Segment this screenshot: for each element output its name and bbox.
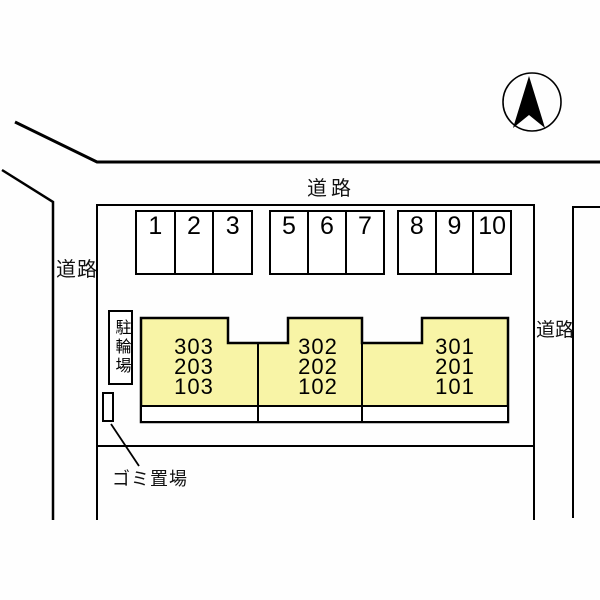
unit-rooms-left: 303 203 103 xyxy=(156,334,232,399)
garbage-area-box xyxy=(102,392,114,422)
parking-group-1: 1 2 3 xyxy=(135,210,253,275)
road-edge-right xyxy=(572,206,600,518)
unit-rooms-middle: 302 202 102 xyxy=(280,334,356,399)
parking-space-5: 5 xyxy=(282,212,296,240)
parking-group-2: 5 6 7 xyxy=(269,210,385,275)
north-arrow-icon xyxy=(513,76,545,128)
compass-circle xyxy=(502,72,562,132)
parking-space-10: 10 xyxy=(472,212,510,273)
road-label-right: 道路 xyxy=(536,320,575,341)
room-number: 301 xyxy=(435,334,475,359)
garbage-area-label: ゴミ置場 xyxy=(112,469,188,489)
road-edge-left xyxy=(1,168,55,520)
road-edge-top xyxy=(14,120,600,164)
parking-space-6: 6 xyxy=(307,212,345,273)
parking-space-2: 2 xyxy=(173,212,213,273)
room-number: 102 xyxy=(298,374,338,399)
room-number: 103 xyxy=(174,374,214,399)
room-number: 303 xyxy=(174,334,214,359)
room-number: 302 xyxy=(298,334,338,359)
bicycle-parking-box: 駐輪場 xyxy=(108,310,133,385)
parking-group-3: 8 9 10 xyxy=(397,210,512,275)
garbage-pointer-line xyxy=(110,423,140,467)
parking-space-7: 7 xyxy=(345,212,383,273)
parking-space-3: 3 xyxy=(212,212,251,273)
road-label-left: 道路 xyxy=(56,259,98,281)
room-number: 202 xyxy=(298,354,338,379)
room-number: 201 xyxy=(435,354,475,379)
parking-space-1: 1 xyxy=(148,212,163,240)
room-number: 203 xyxy=(174,354,214,379)
parking-space-8: 8 xyxy=(409,212,424,240)
building-balcony-strip xyxy=(140,405,509,423)
room-number: 101 xyxy=(435,374,475,399)
road-label-top: 道路 xyxy=(307,178,355,200)
parking-space-9: 9 xyxy=(434,212,473,273)
unit-rooms-right: 301 201 101 xyxy=(417,334,493,399)
bicycle-parking-label: 駐輪場 xyxy=(112,319,130,376)
